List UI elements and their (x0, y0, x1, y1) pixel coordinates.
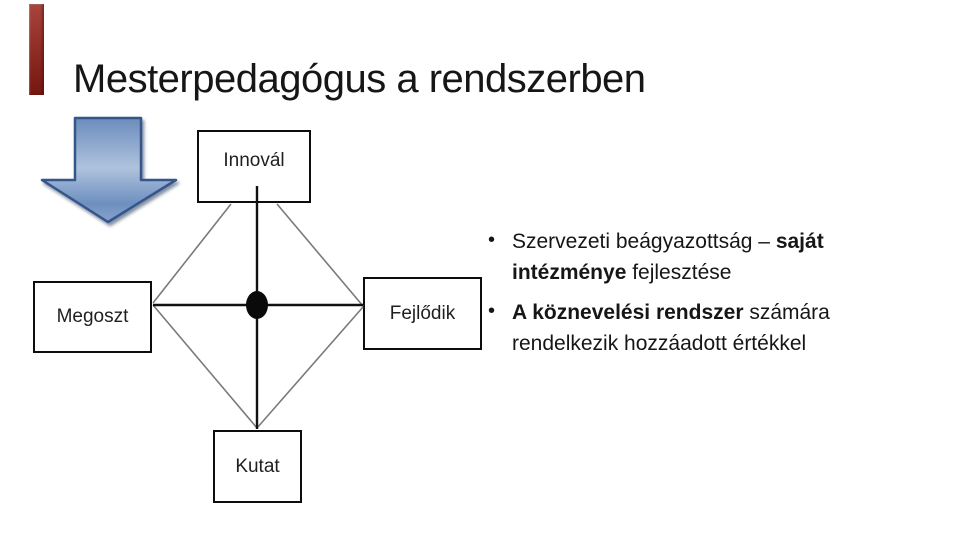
diamond-edge-top-right (276, 203, 364, 307)
bullet-list: • Szervezeti beágyazottság – saját intézm… (486, 226, 884, 368)
bullet-text-segment: A köznevelési rendszer (512, 301, 744, 324)
down-arrow-shape (40, 116, 178, 224)
node-label: Kutat (235, 455, 280, 477)
bullet-text-segment: számára rendelkezik hozzáadott értékkel (512, 301, 830, 355)
down-arrow-icon (40, 116, 178, 224)
bullet-text-segment: fejlesztése (626, 261, 732, 284)
slide-title: Mesterpedagógus a rendszerben (73, 57, 646, 101)
diagram-node-megoszt: Megoszt (33, 281, 152, 353)
diagram-node-fejlodik: Fejlődik (363, 277, 482, 350)
center-dot-icon (246, 291, 268, 319)
bullet-item: • Szervezeti beágyazottság – saját intézm… (486, 226, 884, 288)
node-label: Fejlődik (389, 302, 456, 324)
bullet-item: • A köznevelési rendszer számára rendelke… (486, 297, 884, 359)
node-label: Megoszt (56, 306, 129, 327)
bullet-text-segment: Szervezeti beágyazottság – (512, 230, 776, 253)
diamond-edge-bottom-left (152, 304, 258, 429)
node-label: Innovál (223, 149, 285, 171)
red-accent-ribbon (29, 4, 44, 95)
bullet-text-segment: saját intézménye (512, 230, 824, 284)
bullet-icon: • (488, 229, 496, 251)
diamond-edge-bottom-right (256, 306, 364, 429)
diagram-node-innoval: Innovál (197, 130, 311, 203)
bullet-icon: • (488, 300, 496, 322)
diagram-node-kutat: Kutat (213, 430, 302, 503)
